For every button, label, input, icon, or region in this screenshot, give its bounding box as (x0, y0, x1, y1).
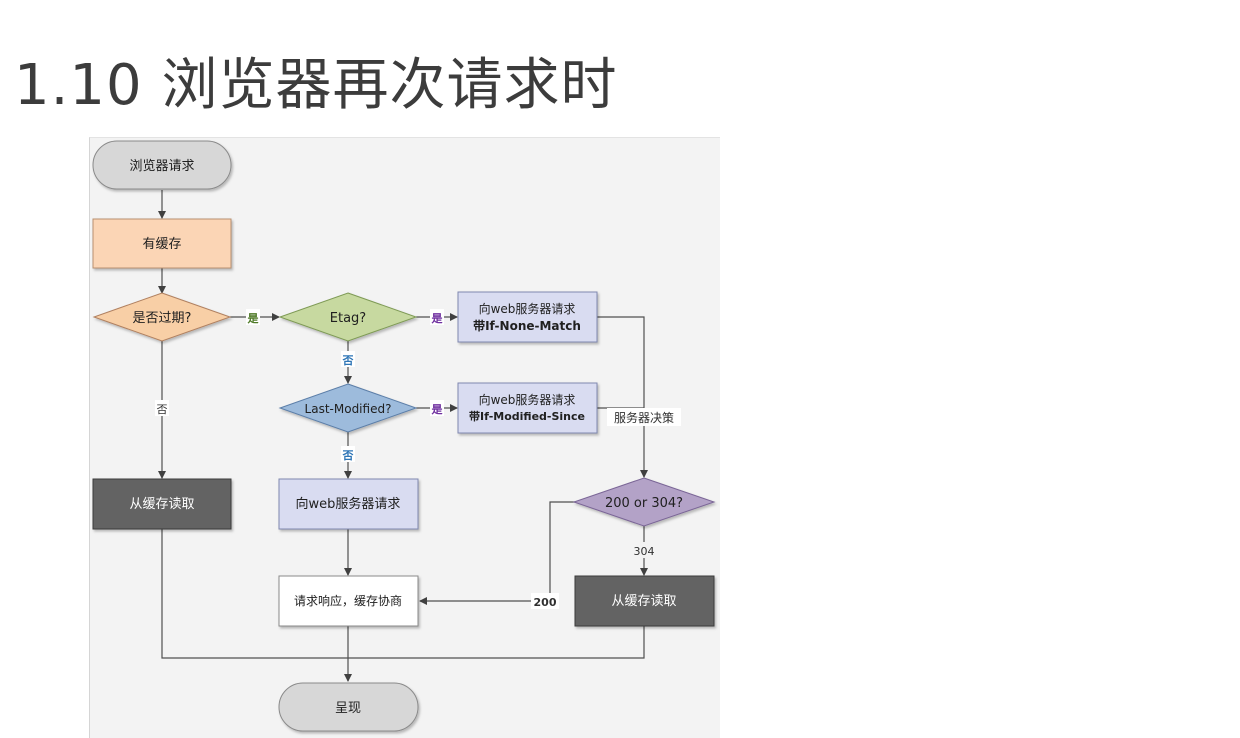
cache-flowchart: 浏览器请求 有缓存 是否过期? Etag? 向web服务器请求 带If-None… (89, 137, 720, 738)
edge-labels: 是 是 否 是 否 否 服务器决策 304 200 (155, 309, 681, 609)
render-label: 呈现 (335, 701, 361, 716)
etag-label: Etag? (330, 311, 366, 326)
process-response-negotiate: 请求响应，缓存协商 (278, 575, 419, 627)
lastmod-yes-label: 是 (431, 403, 444, 416)
process-read-cache-right: 从缓存读取 (574, 575, 715, 627)
decision-200-or-304: 200 or 304? (572, 477, 716, 527)
etag-no-label: 否 (342, 354, 354, 367)
decision-last-modified: Last-Modified? (278, 383, 418, 433)
last-modified-label: Last-Modified? (305, 402, 392, 416)
decision-expired: 是否过期? (92, 292, 232, 342)
if-none-match-line2: 带If-None-Match (473, 318, 581, 333)
edge-200 (419, 501, 575, 605)
edge-right-read-to-render (348, 626, 645, 659)
process-request-server: 向web服务器请求 (278, 478, 419, 530)
has-cache-label: 有缓存 (142, 237, 181, 252)
edge-left-read-to-render (161, 529, 348, 659)
code-200-label: 200 (534, 596, 557, 609)
response-negotiate-label: 请求响应，缓存协商 (294, 593, 402, 608)
code-304-label: 304 (634, 545, 655, 558)
flowchart-canvas: 浏览器请求 有缓存 是否过期? Etag? 向web服务器请求 带If-None… (92, 140, 716, 732)
connectors (158, 190, 648, 682)
decision-etag: Etag? (278, 292, 418, 342)
expired-no-label: 否 (157, 403, 168, 416)
browser-request-label: 浏览器请求 (129, 158, 194, 174)
request-server-label: 向web服务器请求 (296, 496, 401, 512)
read-cache-left-label: 从缓存读取 (129, 497, 194, 512)
expired-yes-label: 是 (247, 312, 260, 325)
lastmod-no-label: 否 (342, 449, 354, 462)
page-title: 1.10 浏览器再次请求时 (14, 53, 618, 118)
process-request-if-none-match: 向web服务器请求 带If-None-Match (457, 291, 598, 343)
process-request-if-modified-since: 向web服务器请求 带If-Modified-Since (457, 382, 598, 434)
if-modified-since-line1: 向web服务器请求 (479, 392, 576, 407)
terminal-render: 呈现 (278, 682, 419, 732)
process-has-cache: 有缓存 (92, 218, 232, 269)
etag-yes-label: 是 (431, 312, 444, 325)
read-cache-right-label: 从缓存读取 (611, 594, 676, 609)
server-decides-label: 服务器决策 (614, 410, 674, 425)
if-none-match-line1: 向web服务器请求 (479, 301, 576, 316)
expired-label: 是否过期? (133, 311, 192, 326)
process-read-cache-left: 从缓存读取 (92, 478, 232, 530)
status-decision-label: 200 or 304? (605, 496, 683, 511)
if-modified-since-line2: 带If-Modified-Since (469, 409, 585, 423)
terminal-browser-request: 浏览器请求 (92, 140, 232, 190)
edge-etag-request-to-decision (597, 316, 648, 478)
